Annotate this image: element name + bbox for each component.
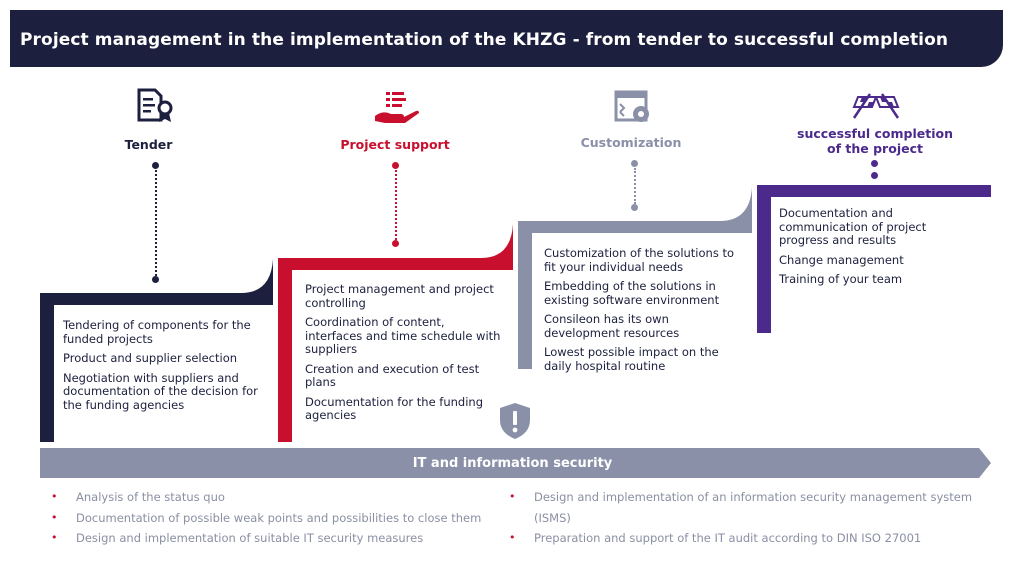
completion-list: Documentation and communication of proje… <box>779 206 979 293</box>
settings-window-icon <box>614 90 649 122</box>
list-item: Coordination of content, interfaces and … <box>305 315 501 356</box>
project-support-list: Project management and project controlli… <box>305 282 505 429</box>
list-item: Embedding of the solutions in existing s… <box>544 279 720 307</box>
list-item: Analysis of the status quo <box>47 487 497 508</box>
phase-label-tender: Tender <box>124 137 173 152</box>
list-item: Change management <box>779 252 904 267</box>
security-list-right: Design and implementation of an informat… <box>505 487 975 549</box>
step-bar-completion <box>757 185 991 197</box>
list-item: Tendering of components for the funded p… <box>63 318 251 346</box>
security-list-left: Analysis of the status quo Documentation… <box>47 487 497 549</box>
hand-checklist-icon <box>375 92 419 123</box>
step-bar-tender <box>40 293 273 305</box>
timeline-connector <box>634 168 636 204</box>
shield-exclamation-icon <box>500 403 530 439</box>
step-corner <box>720 187 752 221</box>
list-item: Training of your team <box>779 272 903 286</box>
step-post-completion <box>757 185 771 333</box>
security-label: IT and information security <box>412 456 613 471</box>
timeline-dot <box>152 162 159 169</box>
timeline-connector <box>155 170 157 276</box>
step-bar-customization <box>518 221 752 233</box>
timeline-dot <box>871 172 878 179</box>
list-item: Documentation for the funding agencies <box>305 394 484 422</box>
phase-label-project-support: Project support <box>340 137 450 152</box>
step-post-customization <box>518 221 532 369</box>
step-corner <box>241 259 273 293</box>
step-post-tender <box>40 293 54 442</box>
list-item: Documentation of possible weak points an… <box>47 508 497 529</box>
timeline-dot <box>631 204 638 211</box>
checkered-flags-icon <box>852 93 900 119</box>
list-item: Consileon has its own development resour… <box>544 312 680 340</box>
timeline-dot <box>871 160 878 167</box>
list-item: Customization of the solutions to fit yo… <box>544 246 735 274</box>
list-item: Documentation and communication of proje… <box>779 206 927 247</box>
list-item: Project management and project controlli… <box>305 282 494 310</box>
customization-list: Customization of the solutions to fit yo… <box>544 246 744 379</box>
list-item: Negotiation with suppliers and documenta… <box>63 370 258 412</box>
tender-list: Tendering of components for the funded p… <box>63 318 263 418</box>
document-certificate-icon <box>137 88 173 122</box>
step-post-project-support <box>278 258 292 442</box>
step-bar-project-support <box>278 258 513 270</box>
list-item: Creation and execution of test plans <box>305 361 480 389</box>
timeline-connector <box>395 170 397 240</box>
list-item: Preparation and support of the IT audit … <box>505 528 975 549</box>
list-item: Design and implementation of suitable IT… <box>47 528 497 549</box>
list-item: Product and supplier selection <box>63 351 238 365</box>
timeline-dot <box>392 240 399 247</box>
timeline-dot <box>152 276 159 283</box>
phase-label-completion: successful completion of the project <box>797 126 953 156</box>
phase-label-customization: Customization <box>580 135 682 150</box>
timeline-dot <box>392 162 399 169</box>
list-item: Lowest possible impact on the daily hosp… <box>544 345 719 373</box>
security-arrow-bar <box>40 448 991 478</box>
timeline-dot <box>631 160 638 167</box>
page-title: Project management in the implementation… <box>20 30 949 50</box>
header-banner: Project management in the implementation… <box>10 10 1003 67</box>
step-corner <box>481 224 513 258</box>
list-item: Design and implementation of an informat… <box>505 487 975 528</box>
